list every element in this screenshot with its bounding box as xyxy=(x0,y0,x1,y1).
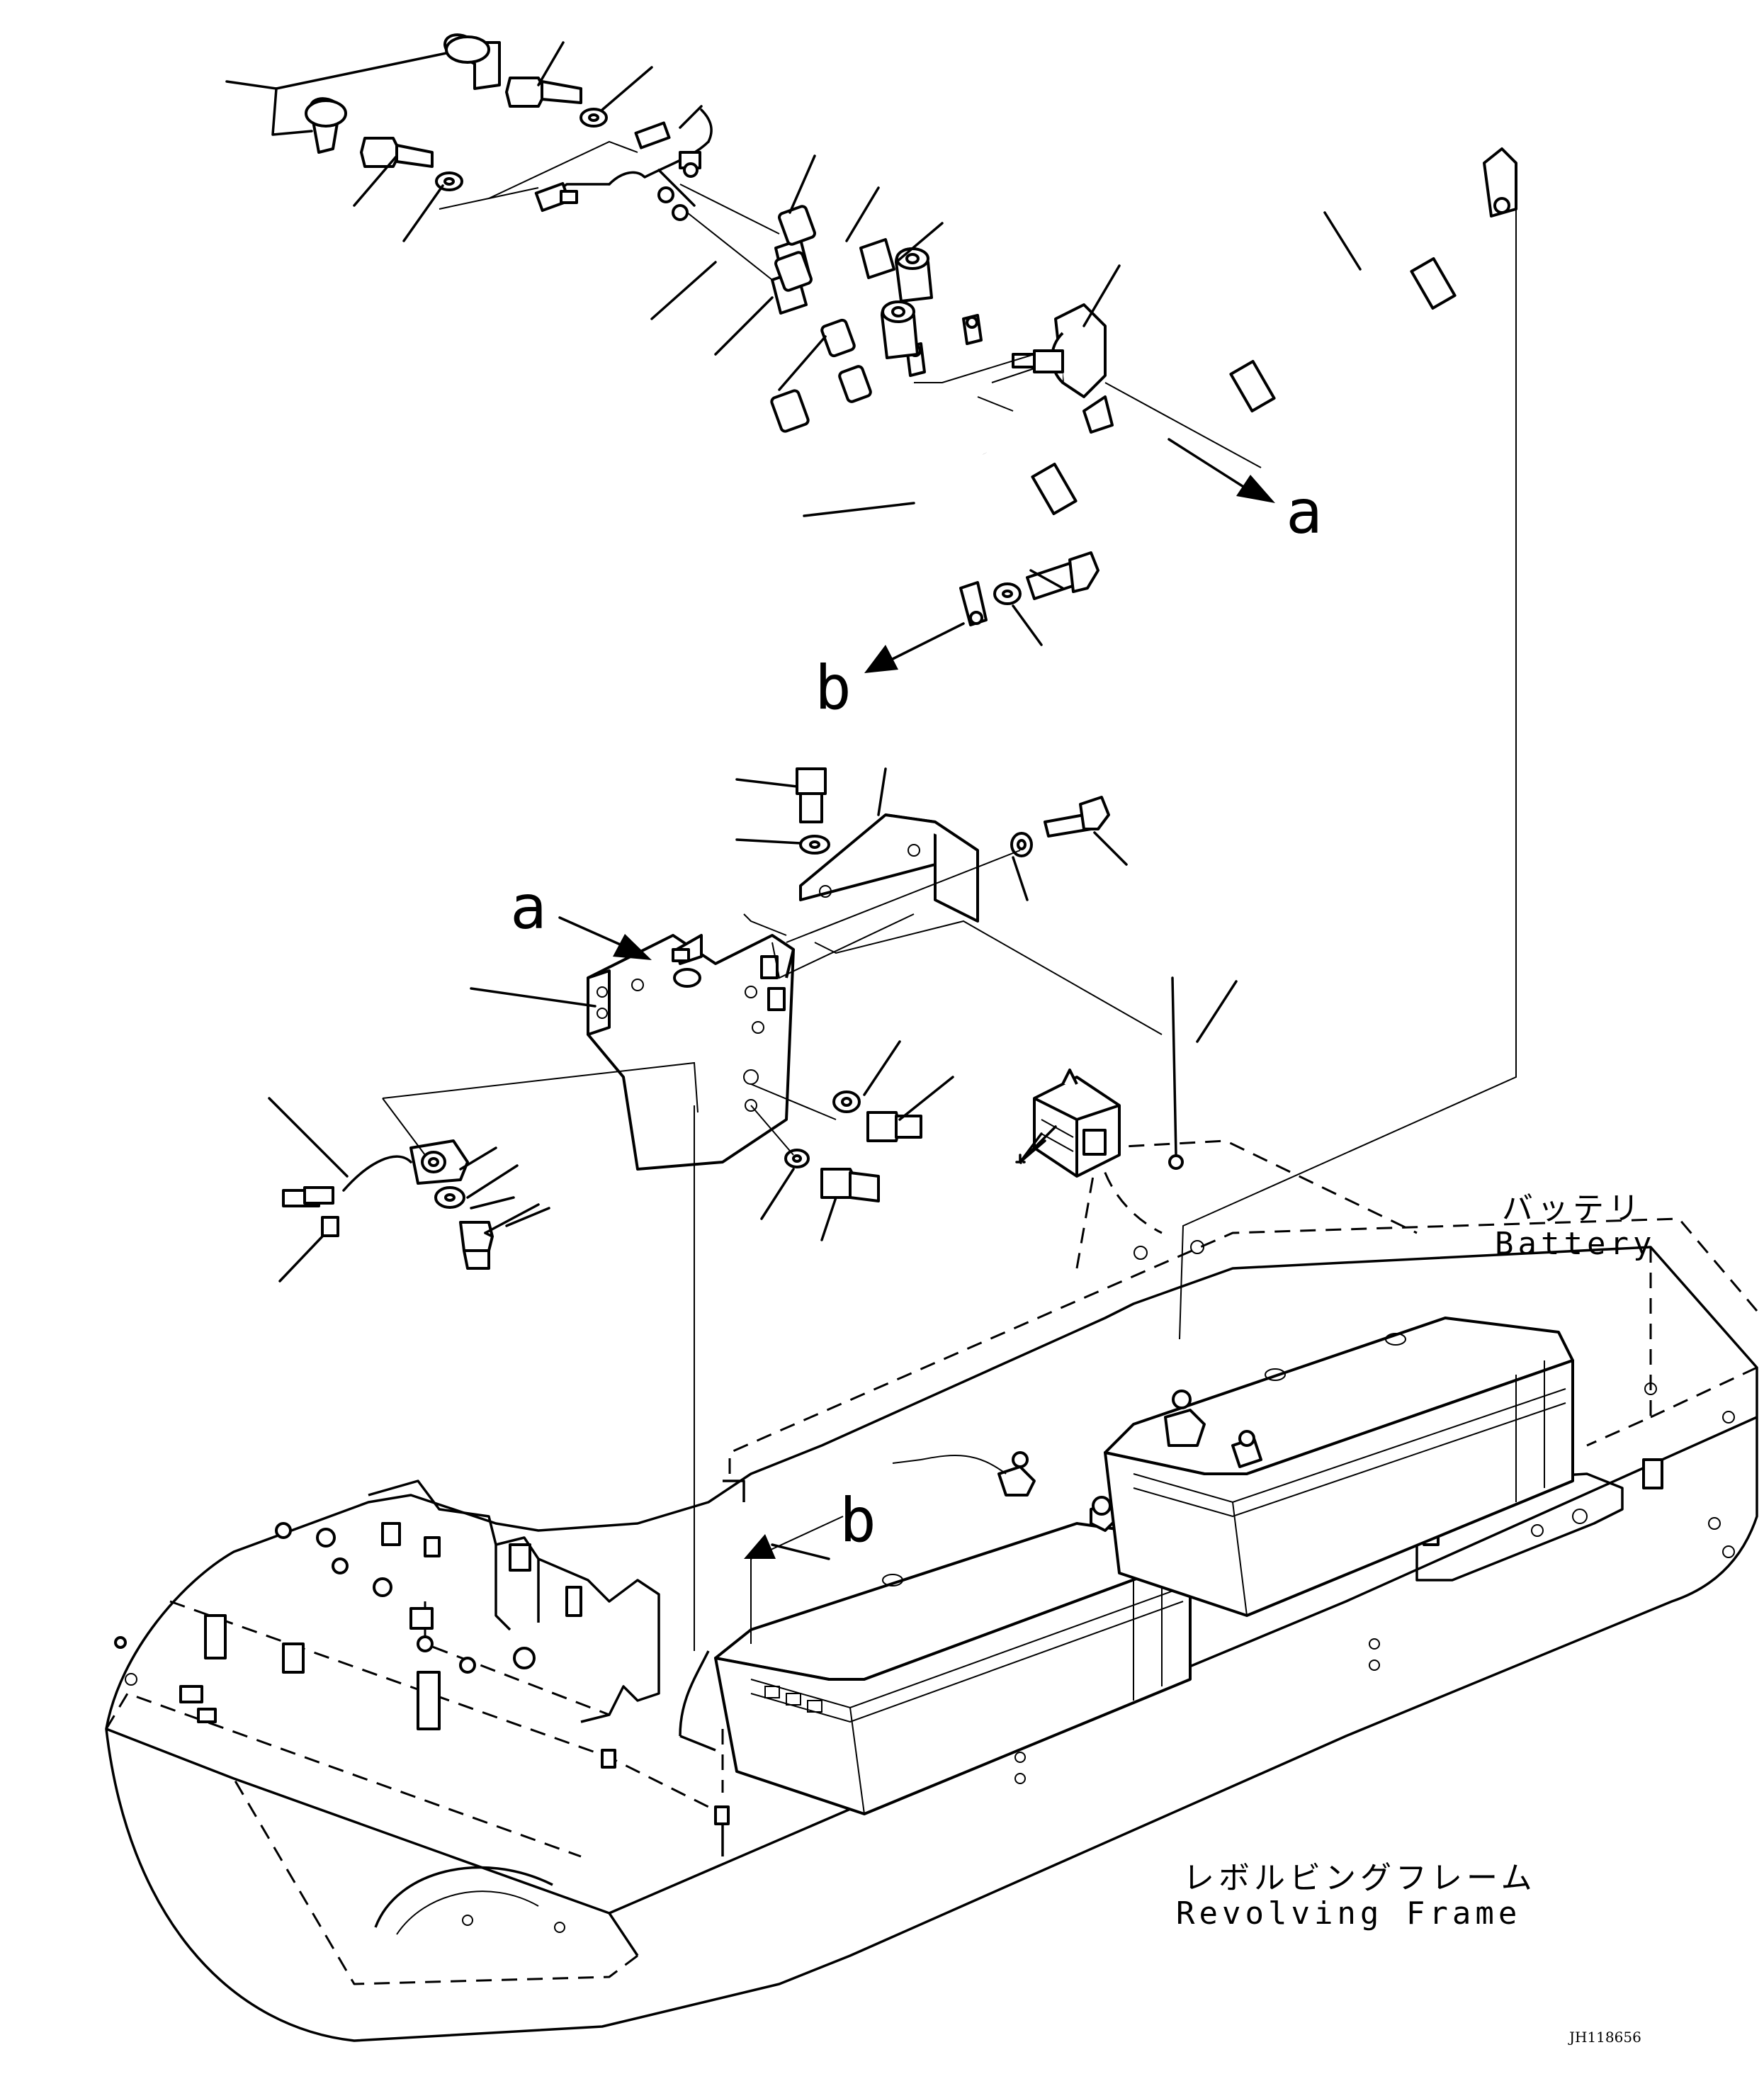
revolving-frame-label-jp: レボルビングフレーム xyxy=(1183,1860,1537,1896)
revolving-frame xyxy=(105,1139,1758,2042)
battery-left xyxy=(714,1451,1192,1815)
battery-label-en: Battery xyxy=(1495,1226,1656,1262)
ref-a-top: a xyxy=(1286,477,1323,548)
ref-b-top: b xyxy=(815,653,852,723)
battery-right xyxy=(1104,1317,1574,1617)
ref-a-bracket: a xyxy=(510,872,547,943)
revolving-frame-label-en: Revolving Frame xyxy=(1176,1895,1521,1932)
ref-b-battery: b xyxy=(839,1485,876,1556)
leader-lines xyxy=(225,41,1517,1651)
battery-label-jp: バッテリ xyxy=(1502,1190,1644,1227)
reference-arrows xyxy=(558,438,1275,1560)
mounting-bracket-assembly xyxy=(282,767,1184,1270)
battery-cable-assembly xyxy=(305,33,1517,626)
drawing-code: JH118656 xyxy=(1568,2029,1641,2046)
